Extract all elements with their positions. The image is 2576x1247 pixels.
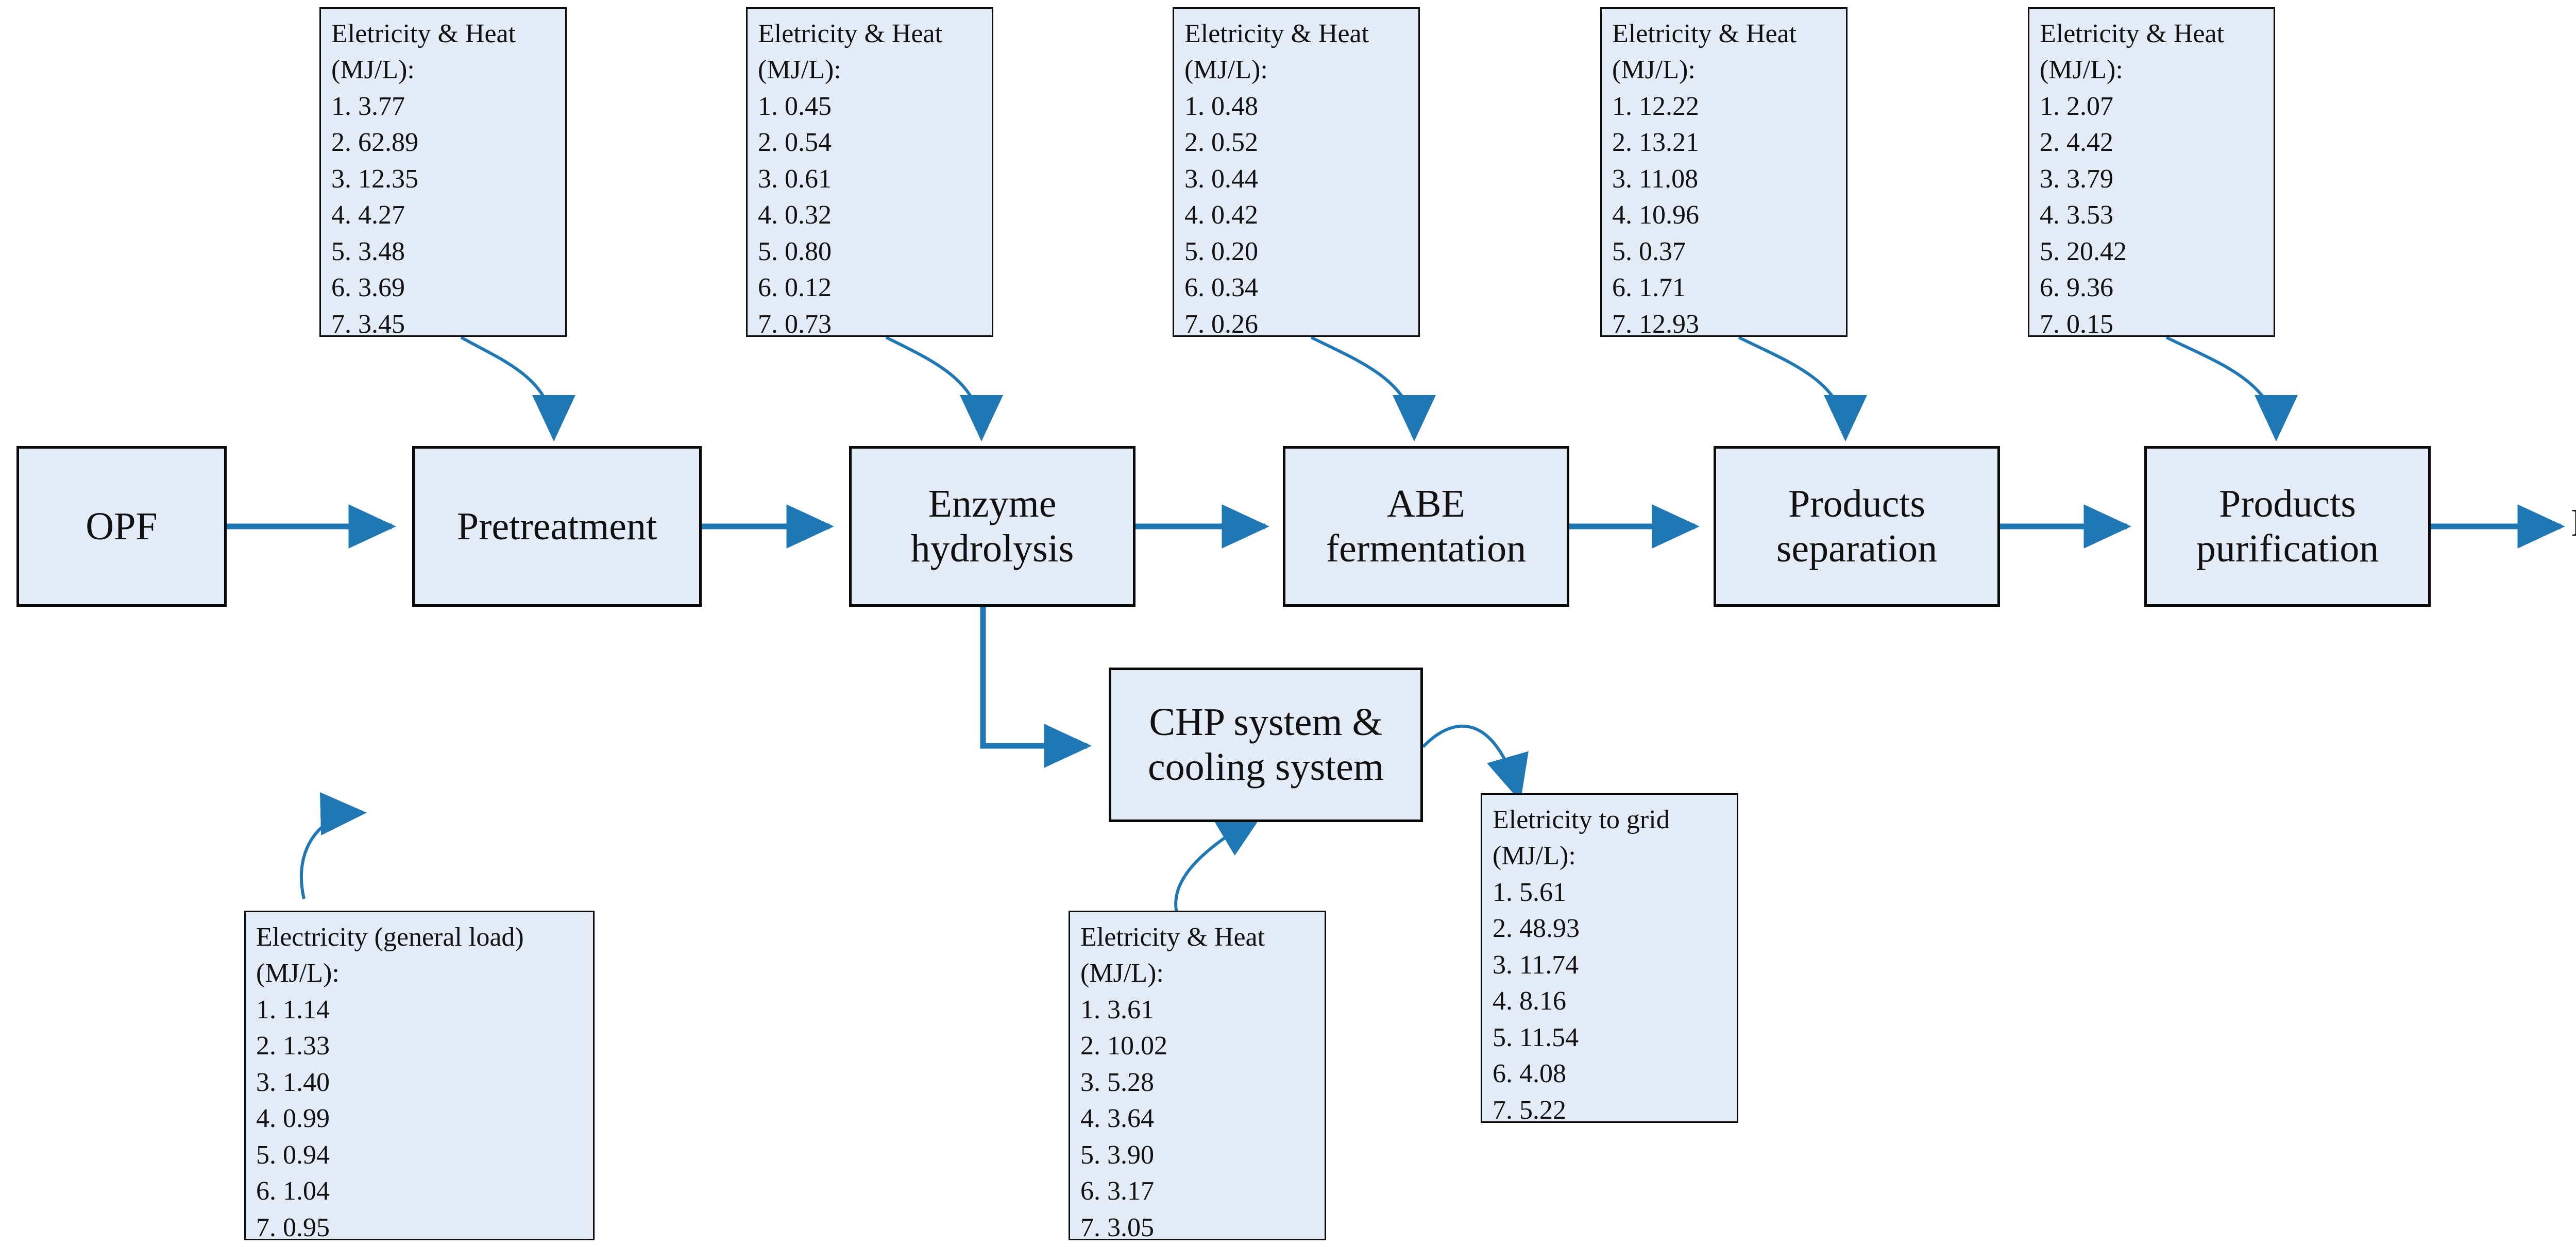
note-line: 2. 0.52 (1184, 128, 1258, 158)
curve-note-separation-to-box (1738, 336, 1867, 441)
note-line: 3. 0.61 (758, 164, 832, 194)
note-line: 1. 2.07 (2040, 91, 2113, 121)
note-line: 4. 3.64 (1080, 1104, 1154, 1134)
note-line: 5. 3.90 (1080, 1140, 1154, 1170)
note-line: 3. 5.28 (1080, 1067, 1154, 1097)
note-title: Eletricity & Heat (MJ/L): (1080, 923, 1265, 988)
note-line: 1. 3.77 (331, 91, 405, 121)
note-line: 6. 1.71 (1612, 273, 1686, 303)
note-line: 2. 0.54 (758, 128, 832, 158)
note-line: 6. 3.69 (331, 273, 405, 303)
process-box-label: Products separation (1776, 482, 1938, 570)
note-box-chp: Eletricity & Heat (MJ/L): 1. 3.61 2. 10.… (1069, 911, 1326, 1242)
curve-general-load-out (300, 792, 367, 899)
note-line: 4. 0.42 (1184, 200, 1258, 230)
note-title: Eletricity & Heat (MJ/L): (2040, 19, 2225, 85)
note-line: 4. 0.99 (256, 1104, 330, 1134)
note-title: Electricity (general load) (MJ/L): (256, 923, 524, 988)
process-box-label: OPF (86, 504, 158, 548)
note-line: 6. 9.36 (2040, 273, 2113, 303)
note-line: 7. 0.15 (2040, 309, 2113, 339)
note-line: 3. 3.79 (2040, 164, 2113, 194)
process-box-abe-fermentation[interactable]: ABE fermentation (1283, 446, 1569, 607)
note-line: 4. 0.32 (758, 200, 832, 230)
curve-note-purification-to-box (2165, 336, 2298, 441)
note-line: 1. 12.22 (1612, 91, 1699, 121)
note-line: 7. 3.05 (1080, 1212, 1154, 1242)
note-line: 4. 10.96 (1612, 200, 1699, 230)
process-box-products-purification[interactable]: Products purification (2144, 446, 2431, 607)
note-line: 5. 3.48 (331, 236, 405, 266)
note-line: 2. 1.33 (256, 1031, 330, 1061)
note-line: 1. 0.48 (1184, 91, 1258, 121)
note-line: 3. 0.44 (1184, 164, 1258, 194)
note-line: 3. 12.35 (331, 164, 418, 194)
note-line: 5. 20.42 (2040, 236, 2127, 266)
note-line: 1. 0.45 (758, 91, 832, 121)
note-line: 4. 8.16 (1493, 986, 1566, 1016)
note-line: 6. 0.12 (758, 273, 832, 303)
process-box-label: Pretreatment (456, 504, 657, 548)
note-title: Eletricity & Heat (MJ/L): (1612, 19, 1797, 85)
process-box-label: Enzyme hydrolysis (910, 482, 1074, 570)
note-line: 4. 3.53 (2040, 200, 2113, 230)
note-line: 4. 4.27 (331, 200, 405, 230)
note-line: 7. 0.95 (256, 1212, 330, 1242)
process-box-chp-system[interactable]: CHP system & cooling system (1109, 668, 1423, 822)
note-title: Eletricity & Heat (MJ/L): (758, 19, 943, 85)
process-box-enzyme-hydrolysis[interactable]: Enzyme hydrolysis (849, 446, 1136, 607)
note-line: 7. 5.22 (1493, 1095, 1566, 1125)
note-line: 7. 0.26 (1184, 309, 1258, 339)
note-line: 5. 0.37 (1612, 236, 1686, 266)
note-line: 7. 12.93 (1612, 309, 1699, 339)
note-line: 2. 13.21 (1612, 128, 1699, 158)
note-line: 1. 5.61 (1493, 877, 1566, 907)
note-line: 2. 48.93 (1493, 914, 1580, 944)
note-line: 3. 11.08 (1612, 164, 1699, 194)
note-title: Eletricity to grid (MJ/L): (1493, 805, 1670, 871)
process-box-label: CHP system & cooling system (1147, 701, 1384, 789)
note-line: 2. 4.42 (2040, 128, 2113, 158)
note-line: 5. 0.94 (256, 1140, 330, 1170)
note-line: 6. 0.34 (1184, 273, 1258, 303)
note-line: 3. 1.40 (256, 1067, 330, 1097)
curve-note-enzyme-to-box (885, 336, 1003, 441)
note-line: 5. 0.80 (758, 236, 832, 266)
process-box-products-separation[interactable]: Products separation (1714, 446, 2000, 607)
note-line: 5. 11.54 (1493, 1022, 1579, 1052)
curve-chp-to-grid-note (1421, 724, 1529, 802)
arrow-enzyme-to-chp (980, 571, 1092, 768)
note-line: 7. 3.45 (331, 309, 405, 339)
curve-note-abe-to-box (1310, 336, 1436, 441)
note-line: 3. 11.74 (1493, 950, 1579, 980)
note-line: 6. 4.08 (1493, 1059, 1566, 1089)
curve-note-pretreatment-to-box (460, 336, 575, 441)
note-line: 2. 10.02 (1080, 1031, 1167, 1061)
note-title: Eletricity & Heat (MJ/L): (331, 19, 516, 85)
note-line: 5. 0.20 (1184, 236, 1258, 266)
process-box-opf[interactable]: OPF (16, 446, 227, 607)
note-line: 1. 3.61 (1080, 995, 1154, 1024)
note-box-electricity-to-grid: Eletricity to grid (MJ/L): 1. 5.61 2. 48… (1481, 793, 1738, 1125)
process-box-pretreatment[interactable]: Pretreatment (412, 446, 702, 607)
note-line: 6. 1.04 (256, 1176, 330, 1206)
note-box-products-purification: Eletricity & Heat (MJ/L): 1. 2.07 2. 4.4… (2028, 7, 2275, 339)
note-box-general-load: Electricity (general load) (MJ/L): 1. 1.… (244, 911, 595, 1242)
curve-note-chp-to-chp-box (1174, 813, 1264, 926)
process-box-label: Products purification (2196, 482, 2379, 570)
note-box-abe-fermentation: Eletricity & Heat (MJ/L): 1. 0.48 2. 0.5… (1173, 7, 1420, 339)
note-box-enzyme-hydrolysis: Eletricity & Heat (MJ/L): 1. 0.45 2. 0.5… (746, 7, 993, 339)
note-title: Eletricity & Heat (MJ/L): (1184, 19, 1369, 85)
output-label-products: Products (2571, 501, 2576, 545)
process-box-label: ABE fermentation (1326, 482, 1527, 570)
note-box-pretreatment: Eletricity & Heat (MJ/L): 1. 3.77 2. 62.… (319, 7, 567, 339)
note-line: 2. 62.89 (331, 128, 418, 158)
note-line: 1. 1.14 (256, 995, 330, 1024)
note-line: 7. 0.73 (758, 309, 832, 339)
note-line: 6. 3.17 (1080, 1176, 1154, 1206)
note-box-products-separation: Eletricity & Heat (MJ/L): 1. 12.22 2. 13… (1600, 7, 1848, 339)
